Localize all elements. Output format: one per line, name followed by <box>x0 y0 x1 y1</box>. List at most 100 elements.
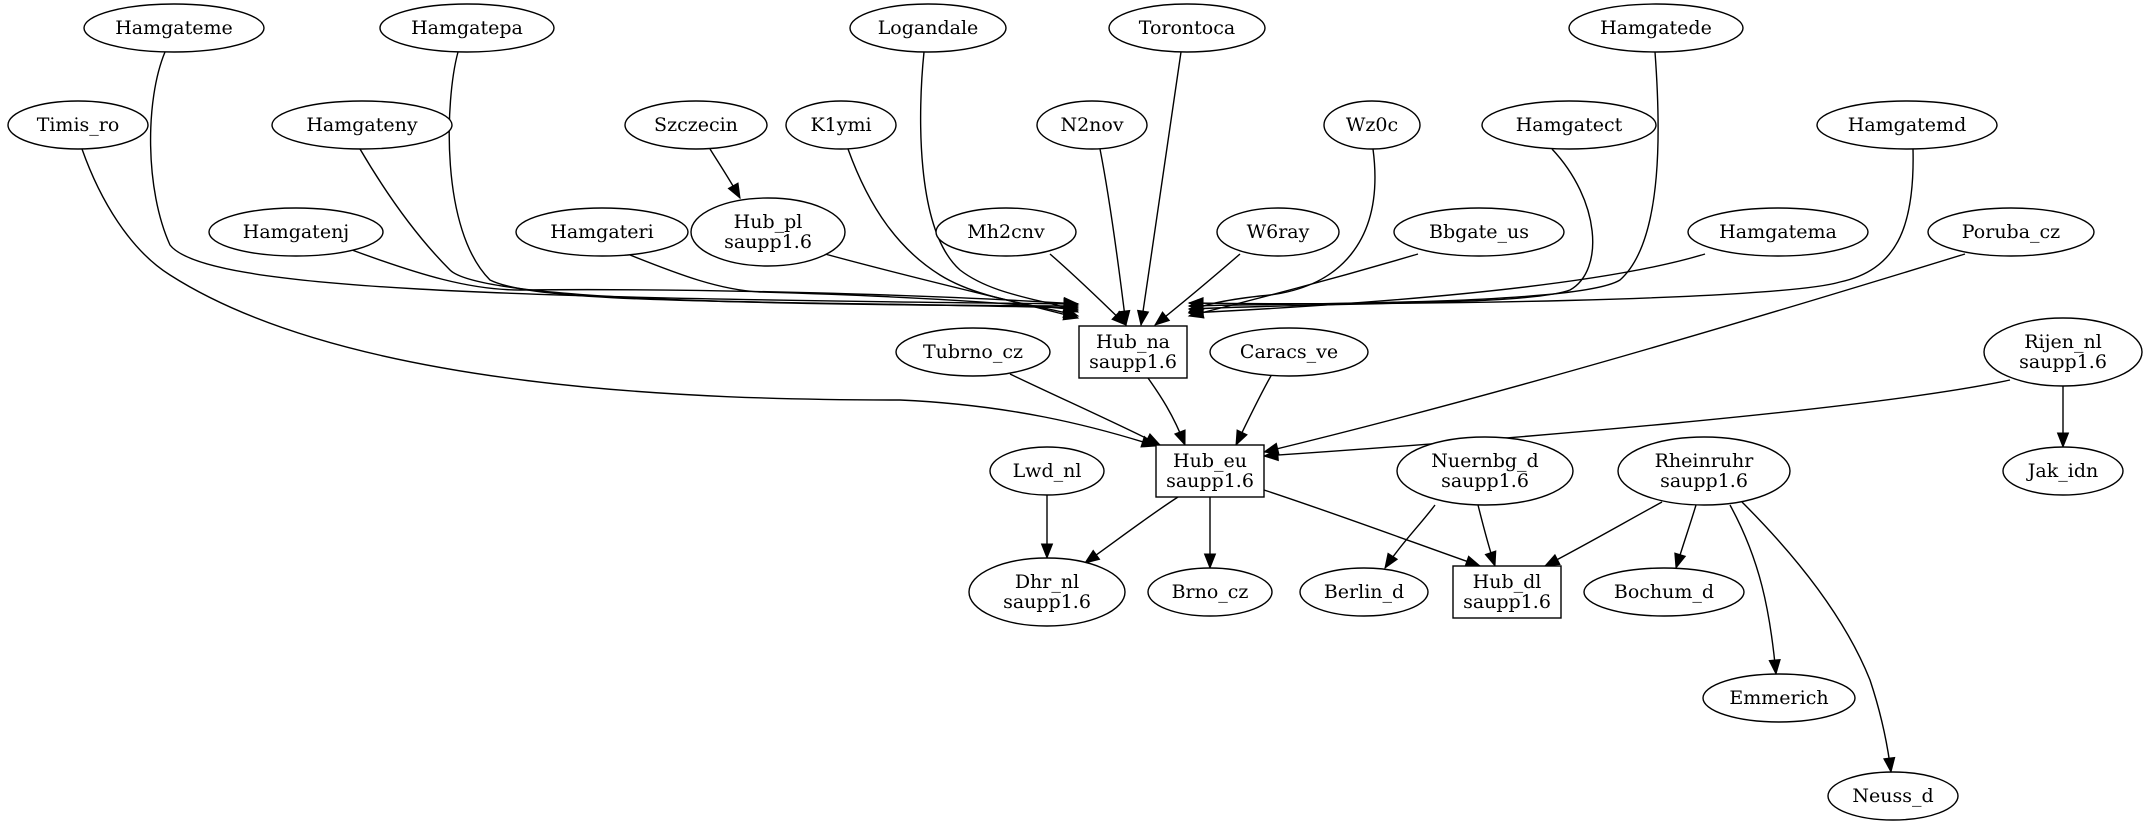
node-label-timis_ro: Timis_ro <box>37 114 120 136</box>
node-n2nov: N2nov <box>1036 100 1148 150</box>
node-shape-lwd_nl <box>989 446 1105 496</box>
edge-hamgatepa-to-hub_na <box>448 51 1079 309</box>
node-label-hub_pl-line1: Hub_pl <box>734 211 803 233</box>
edge-rheinruhr-to-hub_dl <box>1544 501 1663 567</box>
node-bbgate_us: Bbgate_us <box>1393 207 1565 257</box>
edge-poruba_cz-to-hub_eu <box>1263 253 1966 453</box>
node-label-k1ymi: K1ymi <box>810 114 871 136</box>
node-shape-brno_cz <box>1147 567 1273 617</box>
node-label-hamgatepa: Hamgatepa <box>411 17 523 39</box>
graph-edges <box>81 51 2070 774</box>
node-label-hub_dl-line1: Hub_dl <box>1473 571 1542 593</box>
node-label-hub_pl-line2: saupp1.6 <box>724 231 812 253</box>
node-shape-timis_ro <box>7 100 149 150</box>
node-label-hub_eu-line2: saupp1.6 <box>1166 470 1254 492</box>
node-label-nuernbg_d-line2: saupp1.6 <box>1441 470 1529 492</box>
node-shape-hub_eu <box>1155 444 1265 498</box>
node-shape-bochum_d <box>1583 567 1745 617</box>
node-label-bbgate_us: Bbgate_us <box>1429 221 1529 243</box>
node-label-hamgateri: Hamgateri <box>550 221 653 243</box>
edge-wz0c-to-hub_na <box>1188 148 1376 313</box>
edge-hub_eu-to-dhr_nl <box>1084 496 1179 564</box>
arrowhead-hamgatema-to-hub_na <box>1187 306 1204 319</box>
node-label-dhr_nl-line1: Dhr_nl <box>1015 571 1079 593</box>
node-label-caracs_ve: Caracs_ve <box>1240 341 1338 363</box>
arrowhead-rheinruhr-to-emmerich <box>1768 658 1781 676</box>
edge-rheinruhr-to-emmerich <box>1729 504 1777 675</box>
edge-torontoca-to-hub_na <box>1140 51 1182 326</box>
arrowhead-mh2cnv-to-hub_na <box>1111 310 1127 326</box>
node-shape-hamgatect <box>1481 100 1657 150</box>
edge-hamgatema-to-hub_na <box>1188 253 1706 314</box>
arrowhead-hub_eu-to-dhr_nl <box>1083 549 1101 564</box>
node-shape-nuernbg_d <box>1396 436 1574 506</box>
node-label-hamgatede: Hamgatede <box>1600 17 1712 39</box>
arrowhead-lwd_nl-to-dhr_nl <box>1040 543 1054 560</box>
node-shape-hub_dl <box>1452 565 1562 619</box>
node-label-lwd_nl: Lwd_nl <box>1013 460 1082 482</box>
node-hamgateny: Hamgateny <box>271 100 453 150</box>
node-hamgatenj: Hamgatenj <box>208 207 384 257</box>
node-torontoca: Torontoca <box>1108 3 1266 53</box>
arrowhead-rijen_nl-to-jak_idn <box>2056 432 2070 449</box>
edge-hamgateny-to-hub_na <box>359 148 1079 307</box>
node-label-bochum_d: Bochum_d <box>1614 581 1714 603</box>
node-shape-caracs_ve <box>1209 327 1369 377</box>
edge-logandale-to-hub_na <box>919 51 1079 313</box>
node-shape-tubrno_cz <box>895 327 1051 377</box>
node-label-rheinruhr-line2: saupp1.6 <box>1660 470 1748 492</box>
node-shape-hamgatemd <box>1816 100 1998 150</box>
edge-hamgatemd-to-hub_na <box>1188 148 1914 305</box>
node-shape-torontoca <box>1108 3 1266 53</box>
edge-tubrno_cz-to-hub_eu <box>1009 373 1161 446</box>
arrowhead-rheinruhr-to-hub_dl <box>1543 553 1561 567</box>
node-label-hamgatenj: Hamgatenj <box>243 221 349 243</box>
node-label-hub_na-line1: Hub_na <box>1096 331 1170 353</box>
node-label-rheinruhr-line1: Rheinruhr <box>1655 450 1755 472</box>
node-label-hamgatema: Hamgatema <box>1719 221 1837 243</box>
node-label-emmerich: Emmerich <box>1729 687 1828 709</box>
node-tubrno_cz: Tubrno_cz <box>895 327 1051 377</box>
arrowhead-tubrno_cz-to-hub_eu <box>1144 432 1162 446</box>
node-label-hamgatemd: Hamgatemd <box>1848 114 1966 136</box>
node-shape-emmerich <box>1702 673 1856 723</box>
arrowhead-hub_eu-to-brno_cz <box>1203 553 1217 570</box>
edge-hamgateri-to-hub_na <box>629 254 1079 311</box>
node-shape-hamgatema <box>1687 207 1869 257</box>
node-label-tubrno_cz: Tubrno_cz <box>923 341 1023 363</box>
node-hamgatepa: Hamgatepa <box>379 3 555 53</box>
arrowhead-rheinruhr-to-neuss_d <box>1883 756 1896 774</box>
arrowhead-nuernbg_d-to-hub_dl <box>1484 550 1497 568</box>
node-lwd_nl: Lwd_nl <box>989 446 1105 496</box>
arrowhead-szczecin-to-hub_pl <box>727 182 741 200</box>
arrowhead-rijen_nl-to-hub_eu <box>1262 448 1279 462</box>
arrowhead-hub_na-to-hub_eu <box>1173 429 1186 447</box>
edge-timis_ro-to-hub_eu <box>81 148 1157 447</box>
node-shape-wz0c <box>1323 100 1421 150</box>
node-hamgateme: Hamgateme <box>83 3 265 53</box>
node-shape-szczecin <box>624 100 768 150</box>
node-label-hub_eu-line1: Hub_eu <box>1173 450 1247 472</box>
node-label-berlin_d: Berlin_d <box>1324 581 1404 603</box>
node-shape-hamgatede <box>1568 3 1744 53</box>
node-brno_cz: Brno_cz <box>1147 567 1273 617</box>
node-wz0c: Wz0c <box>1323 100 1421 150</box>
node-hamgateri: Hamgateri <box>515 207 689 257</box>
node-shape-hamgateny <box>271 100 453 150</box>
node-k1ymi: K1ymi <box>785 100 897 150</box>
node-shape-hamgatenj <box>208 207 384 257</box>
node-jak_idn: Jak_idn <box>2002 446 2124 496</box>
node-label-dhr_nl-line2: saupp1.6 <box>1003 591 1091 613</box>
edge-bbgate_us-to-hub_na <box>1188 253 1419 317</box>
arrowhead-nuernbg_d-to-berlin_d <box>1384 552 1399 570</box>
node-shape-poruba_cz <box>1927 207 2095 257</box>
